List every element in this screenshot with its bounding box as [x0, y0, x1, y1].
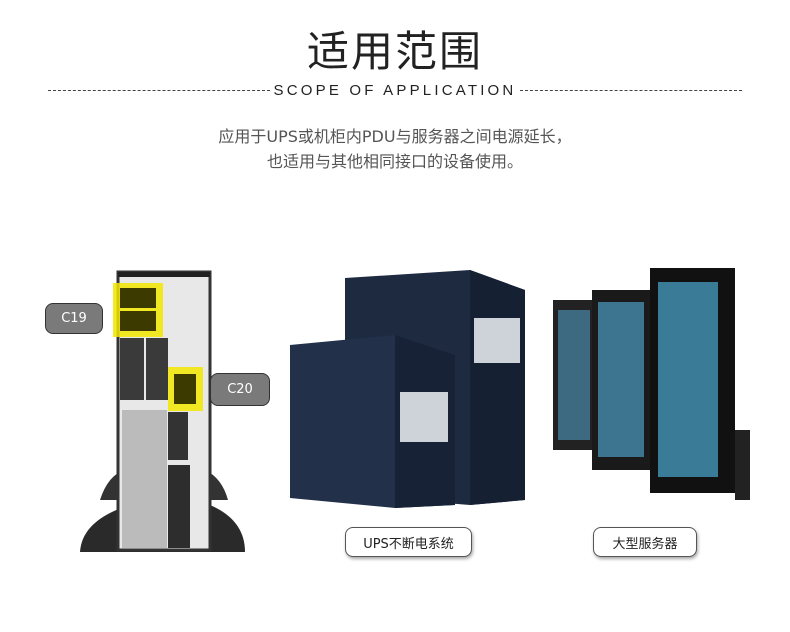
- server-rack-image: [553, 268, 750, 500]
- description-line-2: 也适用与其他相同接口的设备使用。: [266, 152, 523, 171]
- server-caption: 大型服务器: [593, 527, 697, 557]
- description-line-1: 应用于UPS或机柜内PDU与服务器之间电源延长，: [218, 127, 572, 146]
- c20-label: C20: [210, 373, 270, 406]
- ups-caption: UPS不断电系统: [345, 527, 472, 557]
- c19-label: C19: [45, 303, 103, 334]
- ups-tower-image: [290, 270, 525, 508]
- subtitle-text: SCOPE OF APPLICATION: [273, 82, 517, 99]
- page-title: 适用范围: [306, 27, 483, 76]
- divider-left: [48, 90, 270, 91]
- ups-rear-image: [80, 270, 245, 552]
- section-subtitle: SCOPE OF APPLICATION: [48, 82, 742, 99]
- divider-right: [520, 90, 742, 91]
- description: 应用于UPS或机柜内PDU与服务器之间电源延长， 也适用与其他相同接口的设备使用…: [0, 124, 790, 174]
